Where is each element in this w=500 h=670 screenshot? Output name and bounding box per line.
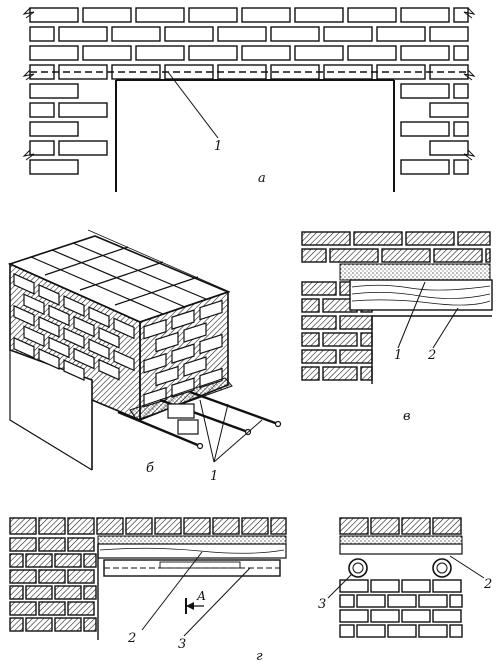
figure-v-section: [301, 231, 493, 384]
figure-v-caption: в: [403, 409, 411, 424]
figure-g-brickwork: [9, 517, 287, 632]
figure-b-isometric-view: [7, 229, 282, 471]
figure-a-caption: а: [258, 171, 266, 186]
figure-g-cross-callout-3: 3: [318, 597, 327, 612]
figure-g-caption: г: [256, 649, 263, 664]
figure-a-wall-elevation: [22, 7, 476, 192]
figure-b-callout-1: 1: [210, 469, 219, 484]
figure-g-cross-section: [327, 517, 485, 638]
figure-g-section-mark: А: [197, 589, 207, 603]
figure-b-right-face-bricks: [143, 299, 223, 408]
figure-b-caption: б: [146, 461, 154, 476]
figure-v-callout-1: 1: [394, 348, 403, 363]
figure-b-left-face-bricks: [13, 272, 135, 382]
figure-g-section: [9, 517, 287, 640]
figure-g-cross-callout-2: 2: [484, 577, 493, 592]
figure-g-callout-2: 2: [128, 631, 137, 646]
figure-a-brickwork: [29, 7, 469, 175]
figure-v-callout-2: 2: [428, 348, 437, 363]
figure-g-callout-3: 3: [178, 637, 187, 652]
figure-a-callout-1: 1: [214, 139, 223, 154]
figure-v-mortar-layer: [339, 263, 491, 281]
figure-g-cross-section-brickwork: [339, 517, 463, 638]
figure-v-timber-beam: [349, 279, 493, 311]
